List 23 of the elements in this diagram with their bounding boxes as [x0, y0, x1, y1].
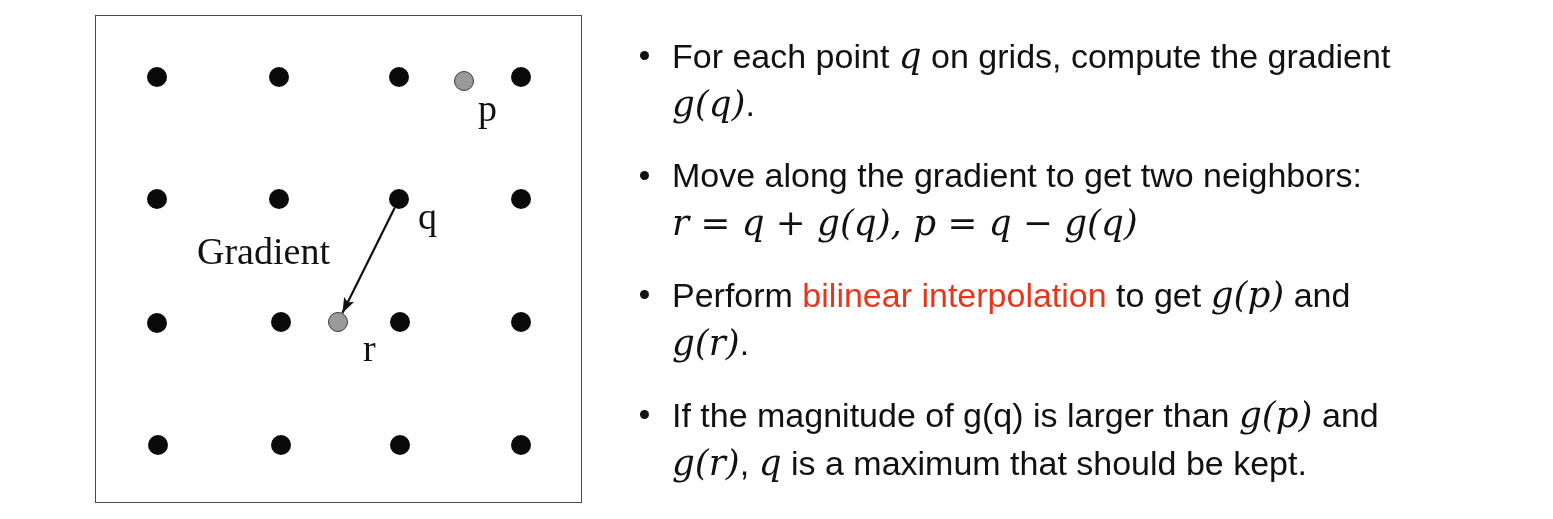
grid-dot — [147, 189, 167, 209]
grid-dot — [271, 312, 291, 332]
grid-dot — [511, 67, 531, 87]
bullet-text: For each point q on grids, compute the gradient g(q). — [672, 34, 1392, 126]
grid-dot — [269, 189, 289, 209]
grid-dot — [511, 312, 531, 332]
bullet-text: If the magnitude of g(q) is larger than g(p) and g(r), q is a maximum that should be kept. — [672, 393, 1380, 485]
grid-dot — [390, 435, 410, 455]
grid-dot — [147, 313, 167, 333]
point-label: p — [478, 89, 497, 127]
grid-dot — [389, 67, 409, 87]
grid-dot — [511, 189, 531, 209]
grid-dot — [511, 435, 531, 455]
grid-dot — [390, 312, 410, 332]
point-label: r — [363, 329, 376, 367]
arrow — [341, 207, 396, 314]
point-label: q — [418, 197, 437, 235]
grid-dot — [269, 67, 289, 87]
grid-dot — [271, 435, 291, 455]
grid-dot — [148, 435, 168, 455]
bullet-text: Perform bilinear interpolation to get g(p) and g(r). — [672, 273, 1352, 365]
grid-dot — [147, 67, 167, 87]
bullet-text: Move along the gradient to get two neighbors: r = q + g(q), p = q − g(q) — [672, 155, 1363, 245]
